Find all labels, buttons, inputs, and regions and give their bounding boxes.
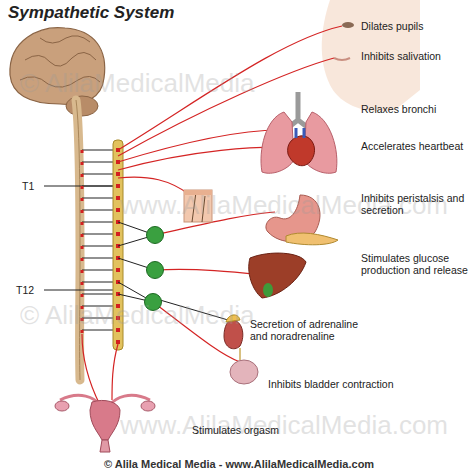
fiber-lungs [118, 130, 280, 162]
vagina [100, 440, 110, 452]
pancreas [286, 233, 338, 245]
ovary [141, 401, 155, 411]
effect-label: Inhibits bladder contraction [268, 378, 418, 390]
cerebellum [66, 96, 98, 116]
level-label: T1 [22, 180, 46, 192]
effect-label: Secretion of adrenaline and noradrenalin… [250, 318, 372, 342]
title: Sympathetic System [8, 3, 174, 23]
level-marker-line [44, 186, 114, 290]
uterus [90, 400, 120, 440]
spinal-cord [76, 100, 80, 380]
celiac-ganglion [147, 227, 164, 244]
fiber-uterus [112, 344, 118, 400]
effect-label: Stimulates orgasm [192, 424, 312, 436]
level-label: T12 [16, 284, 46, 296]
effect-label: Inhibits salivation [361, 50, 471, 62]
watermark: © AlilaMedicalMedia [20, 68, 254, 99]
caption: © Alila Medical Media - www.AlilaMedical… [104, 458, 374, 470]
eye [342, 22, 354, 28]
liver-group [249, 253, 306, 298]
ovary [55, 401, 69, 411]
effect-label: Relaxes bronchi [361, 103, 471, 115]
ureter [239, 348, 241, 360]
left-lung [261, 112, 294, 173]
great-vessels [296, 128, 304, 138]
effect-label: Accelerates heartbeat [361, 140, 473, 152]
effect-label: Inhibits peristalsis and secretion [361, 192, 469, 216]
liver [249, 253, 306, 298]
lungs [261, 92, 337, 173]
mouth [334, 58, 350, 60]
spinal-cord-line [76, 100, 80, 380]
watermark: www.AlilaMedicalMedia.com [120, 410, 448, 441]
fiber-liver [155, 269, 262, 275]
bladder-group [230, 348, 258, 384]
effect-label: Dilates pupils [361, 20, 471, 32]
bladder [230, 360, 258, 384]
heart [288, 136, 315, 166]
fiber-pelvic [82, 334, 100, 405]
superior-mesenteric-ganglion [147, 262, 164, 279]
collateral-ganglia [145, 227, 164, 311]
watermark: © AlilaMedicalMedia [20, 300, 254, 331]
gallbladder [263, 283, 273, 297]
effect-label: Stimulates glucose production and releas… [361, 252, 473, 276]
